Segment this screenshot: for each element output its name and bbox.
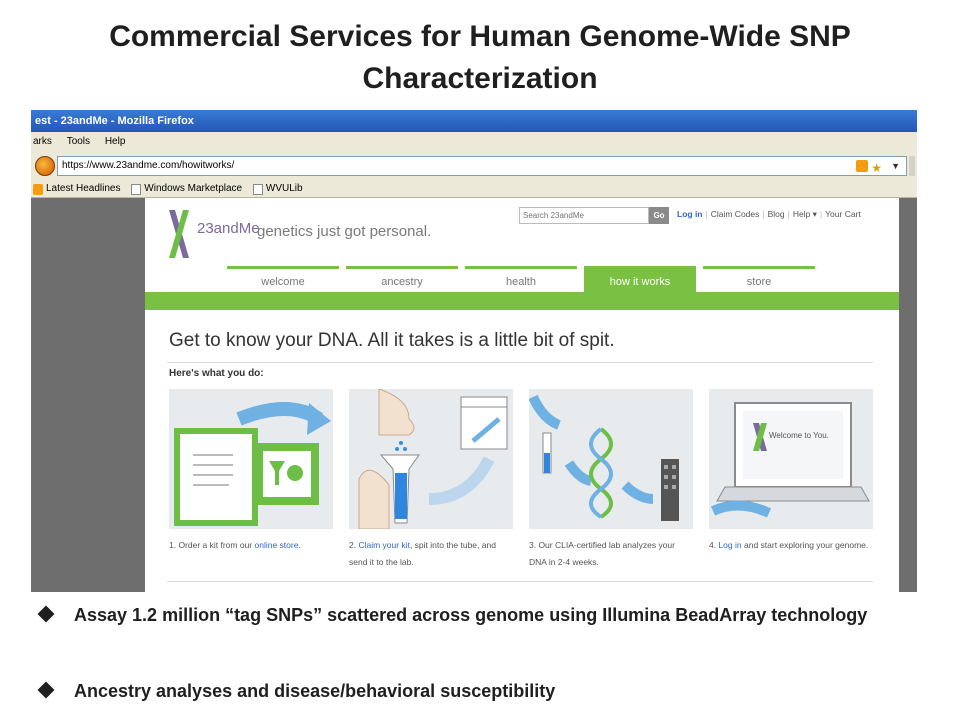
step4-laptop-illustration: Welcome to You.: [709, 389, 873, 529]
step2-text: 2. Claim your kit, spit into the tube, a…: [349, 537, 513, 571]
brand-name[interactable]: 23andMe: [197, 220, 260, 237]
welcome-screen-text: Welcome to You.: [769, 431, 829, 440]
web-page: 23andMe genetics just got personal. Go L…: [145, 198, 899, 592]
diamond-bullet-icon: [37, 681, 55, 699]
url-text: https://www.23andme.com/howitworks/: [62, 160, 235, 171]
menu-tools[interactable]: Tools: [66, 136, 91, 147]
step1-kit-illustration: [169, 389, 333, 529]
slide-title: Commercial Services for Human Genome-Wid…: [109, 20, 851, 95]
search-go-button[interactable]: Go: [649, 207, 669, 224]
bookmark-wvulib[interactable]: WVULib: [252, 180, 303, 198]
23andme-logo-icon[interactable]: [165, 208, 193, 260]
rss-feed-icon: [33, 183, 43, 195]
claim-codes-link[interactable]: Claim Codes: [710, 209, 760, 219]
step1-text: 1. Order a kit from our online store.: [169, 537, 333, 554]
bullet-item: Ancestry analyses and disease/behavioral…: [37, 680, 880, 702]
bookmark-windows-marketplace[interactable]: Windows Marketplace: [131, 180, 242, 198]
bookmarks-toolbar: Latest Headlines Windows Marketplace WVU…: [31, 180, 917, 198]
bookmark-label: Windows Marketplace: [144, 183, 243, 194]
navigation-toolbar: https://www.23andme.com/howitworks/ ★ ▼: [31, 152, 917, 180]
divider: [167, 362, 873, 363]
login-link[interactable]: Log in: [677, 209, 703, 219]
online-store-link[interactable]: online store: [254, 540, 299, 550]
help-link[interactable]: Help ▾: [792, 209, 817, 219]
page-icon: [131, 183, 142, 195]
divider: [167, 581, 873, 582]
tab-health[interactable]: health: [465, 266, 577, 292]
url-dropdown-icon[interactable]: ▼: [891, 161, 900, 171]
step4-text-a: 4.: [709, 540, 719, 550]
tab-ancestry[interactable]: ancestry: [346, 266, 458, 292]
step4-login-link[interactable]: Log in: [718, 540, 742, 550]
bookmark-label: Latest Headlines: [46, 183, 121, 194]
go-arrow-button[interactable]: [909, 156, 915, 176]
step2-spit-illustration: [349, 389, 513, 529]
site-favicon-icon: [35, 156, 55, 176]
blog-link[interactable]: Blog: [767, 209, 785, 219]
tab-store[interactable]: store: [703, 266, 815, 292]
claim-your-kit-link[interactable]: Claim your kit: [358, 540, 410, 550]
step1-text-a: 1. Order a kit from our: [169, 540, 255, 550]
tab-welcome[interactable]: welcome: [227, 266, 339, 292]
step3-text: 3. Our CLIA-certified lab analyzes your …: [529, 540, 675, 567]
step4-text-b: and start exploring your genome.: [741, 540, 869, 550]
browser-screenshot: est - 23andMe - Mozilla Firefox arks Too…: [31, 110, 917, 592]
step3-lab-illustration: [529, 389, 693, 529]
cart-link[interactable]: Your Cart: [825, 209, 861, 219]
menu-bar: arks Tools Help: [31, 132, 917, 152]
rss-icon[interactable]: [856, 160, 868, 172]
diamond-bullet-icon: [37, 605, 55, 623]
page-headline: Get to know your DNA. All it takes is a …: [169, 330, 615, 351]
page-icon: [252, 183, 263, 195]
menu-bookmarks[interactable]: arks: [33, 136, 52, 147]
bookmark-latest-headlines[interactable]: Latest Headlines: [33, 180, 121, 198]
tab-how-it-works[interactable]: how it works: [584, 266, 696, 292]
window-title: est - 23andMe - Mozilla Firefox: [31, 110, 917, 132]
bookmark-label: WVULib: [265, 183, 303, 194]
top-links: Log in|Claim Codes|Blog|Help ▾|Your Cart: [677, 209, 861, 219]
bullet-text: Assay 1.2 million “tag SNPs” scattered a…: [74, 605, 868, 625]
bullet-text: Ancestry analyses and disease/behavioral…: [74, 681, 556, 701]
step2-text-a: 2.: [349, 540, 359, 550]
tagline: genetics just got personal.: [257, 223, 432, 240]
step2-text-b: , spit into the tube, and send it to the…: [349, 540, 496, 567]
url-bar[interactable]: https://www.23andme.com/howitworks/ ★ ▼: [57, 156, 907, 176]
section-subhead: Here's what you do:: [169, 368, 264, 379]
menu-help[interactable]: Help: [104, 136, 126, 147]
bookmark-star-icon[interactable]: ★: [871, 161, 882, 175]
search-input[interactable]: [519, 207, 649, 224]
step1-text-b: .: [298, 540, 301, 550]
bullet-item: Assay 1.2 million “tag SNPs” scattered a…: [37, 604, 880, 626]
green-nav-bar: [145, 292, 899, 310]
step4-text: 4. Log in and start exploring your genom…: [709, 537, 873, 554]
